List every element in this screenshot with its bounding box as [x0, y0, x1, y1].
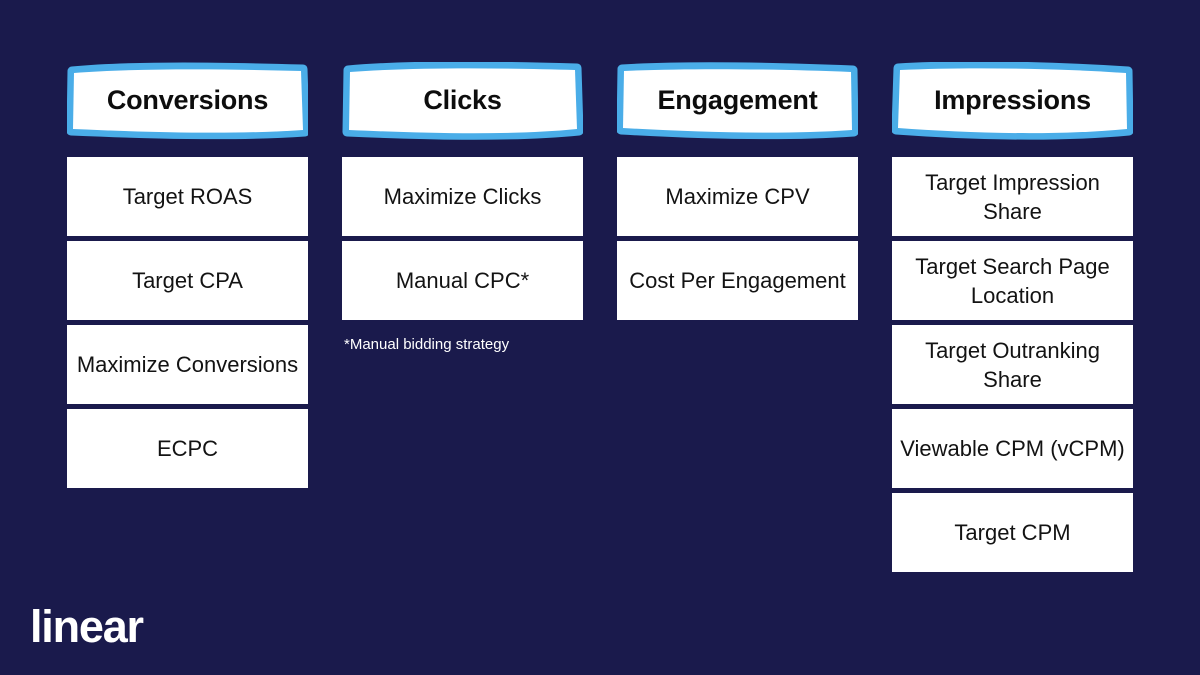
column-header-label: Impressions [934, 84, 1091, 115]
list-item[interactable]: Target Search Page Location [892, 241, 1133, 320]
sketchy-outline-icon [342, 62, 583, 140]
list-item[interactable]: Maximize Clicks [342, 157, 583, 236]
item-list-engagement: Maximize CPV Cost Per Engagement [617, 157, 858, 320]
item-list-impressions: Target Impression Share Target Search Pa… [892, 157, 1133, 572]
column-clicks: Clicks Maximize Clicks Manual CPC* *Manu… [342, 62, 583, 353]
list-item[interactable]: Cost Per Engagement [617, 241, 858, 320]
list-item[interactable]: Target CPA [67, 241, 308, 320]
column-impressions: Impressions Target Impression Share Targ… [892, 62, 1133, 572]
list-item[interactable]: Target CPM [892, 493, 1133, 572]
column-header-impressions: Impressions [892, 62, 1133, 140]
sketchy-outline-icon [67, 62, 308, 140]
column-engagement: Engagement Maximize CPV Cost Per Engagem… [617, 62, 858, 320]
list-item[interactable]: Manual CPC* [342, 241, 583, 320]
list-item[interactable]: Viewable CPM (vCPM) [892, 409, 1133, 488]
column-header-clicks: Clicks [342, 62, 583, 140]
list-item[interactable]: Target Outranking Share [892, 325, 1133, 404]
list-item[interactable]: Target ROAS [67, 157, 308, 236]
item-list-clicks: Maximize Clicks Manual CPC* [342, 157, 583, 320]
list-item[interactable]: Target Impression Share [892, 157, 1133, 236]
footnote-manual-bidding: *Manual bidding strategy [344, 336, 510, 353]
column-header-engagement: Engagement [617, 62, 858, 140]
column-conversions: Conversions Target ROAS Target CPA Maxim… [67, 62, 308, 488]
item-list-conversions: Target ROAS Target CPA Maximize Conversi… [67, 157, 308, 488]
brand-logo: linear [30, 601, 144, 652]
column-header-label: Conversions [106, 84, 269, 115]
column-header-label: Engagement [657, 84, 818, 115]
column-header-label: Clicks [423, 84, 502, 115]
sketchy-outline-icon [617, 62, 858, 140]
list-item[interactable]: ECPC [67, 409, 308, 488]
column-header-conversions: Conversions [67, 62, 308, 140]
list-item[interactable]: Maximize CPV [617, 157, 858, 236]
sketchy-outline-icon [892, 62, 1133, 140]
list-item[interactable]: Maximize Conversions [67, 325, 308, 404]
